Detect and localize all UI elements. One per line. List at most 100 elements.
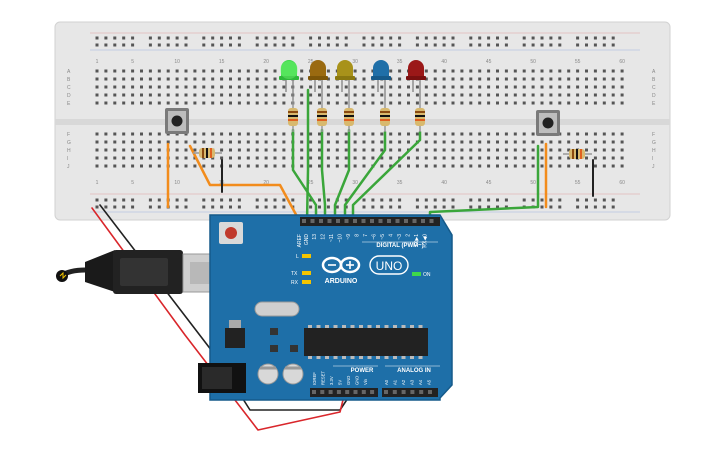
column-number: 10 [174,180,180,186]
arduino-logo-text: ARDUINO [325,278,358,285]
row-letter: E [67,101,71,107]
power-pin-label: IOREF [312,372,317,385]
digital-pin-label: 7 [363,234,369,237]
column-number: 55 [575,59,581,65]
analog-pin-label: A1 [393,379,398,385]
column-number: 10 [174,59,180,65]
bottom-header-pins [312,390,432,394]
led-blue[interactable] [371,60,391,100]
on-label: ON [423,272,431,278]
wire-green-led4[interactable] [343,130,387,224]
column-number: 30 [352,59,358,65]
row-letter: I [652,156,653,162]
column-number: 25 [308,59,314,65]
column-number: 55 [575,180,581,186]
led-olive[interactable] [335,60,355,100]
digital-pin-label: ~10 [338,234,344,243]
column-number: 35 [397,59,403,65]
arduino-logo-icon [321,256,361,274]
row-letter: G [652,140,656,146]
led-green[interactable] [279,60,299,100]
wire-black-gnd[interactable] [99,204,353,411]
row-letter: B [652,77,656,83]
digital-pin-label: ~3 [397,234,403,240]
column-number: 1 [96,59,99,65]
analog-label: ANALOG IN [397,368,431,374]
usb-plug-boot [85,250,115,292]
wire-green-led1[interactable] [291,128,318,224]
wire-green-led3[interactable] [333,128,351,224]
crystal-oscillator [254,301,300,317]
resistor-led4[interactable] [380,100,390,132]
column-number: 30 [352,180,358,186]
column-number: 35 [397,180,403,186]
pushbutton-right[interactable] [536,110,560,136]
row-letter: A [652,69,656,75]
wire-green-led5[interactable] [351,130,422,224]
power-pin-label: Vin [363,378,368,385]
led-resistors[interactable] [288,100,425,132]
resistor-led5[interactable] [415,100,425,132]
analog-pin-label: A3 [410,379,415,385]
wire-orange-button1[interactable] [188,144,302,224]
digital-pin-label: 12 [321,234,327,240]
row-letter: J [67,164,70,170]
power-pin-label: RESET [321,371,326,385]
power-pin-label: 3.3V [329,376,334,385]
row-letter: C [67,85,71,91]
row-letter: D [67,93,71,99]
wire-green-ground[interactable] [305,88,310,224]
column-number: 20 [263,180,269,186]
digital-pin-label: ~11 [329,234,335,242]
chip-legs [308,325,423,359]
row-letter: A [67,69,71,75]
tx-label: TX [291,271,298,277]
resistor-button-left[interactable] [193,148,222,158]
power-label: POWER [351,368,374,374]
resistor-led1[interactable] [288,100,298,132]
row-letter: I [67,156,68,162]
column-number: 5 [131,59,134,65]
column-number: 1 [96,180,99,186]
breadboard-holes [95,36,624,209]
digital-pin-label: 8 [355,234,361,237]
column-number: 45 [486,59,492,65]
column-number: 50 [530,59,536,65]
led-brown[interactable] [308,60,328,100]
rx-led [302,280,311,284]
power-pin-label: 5V [338,380,343,385]
leds[interactable] [279,60,426,100]
wire-green-led2[interactable] [320,128,327,224]
led-red[interactable] [406,60,426,100]
row-letter: D [652,93,656,99]
row-letter: G [67,140,71,146]
column-number: 15 [219,59,225,65]
row-letter: C [652,85,656,91]
digital-pin-label: ~9 [346,234,352,240]
l-led [302,254,311,258]
resistor-button-right[interactable] [563,149,592,159]
row-letter: H [67,148,71,154]
power-header[interactable] [310,388,378,397]
usb-cable[interactable] [56,250,230,294]
row-letter: H [652,148,656,154]
resistor-led3[interactable] [344,100,354,132]
column-number: 40 [441,180,447,186]
pushbutton-left[interactable] [165,108,189,134]
digital-pin-label: 13 [312,234,318,240]
digital-pin-label: TX▶1 [414,234,420,247]
row-letter: F [67,132,70,138]
resistor-led2[interactable] [317,100,327,132]
analog-header[interactable] [382,388,438,397]
power-pin-label: GND [346,376,351,385]
digital-pin-label: ~5 [380,234,386,240]
voltage-regulator [225,328,245,348]
wires[interactable] [91,88,594,431]
column-number: 25 [308,180,314,186]
